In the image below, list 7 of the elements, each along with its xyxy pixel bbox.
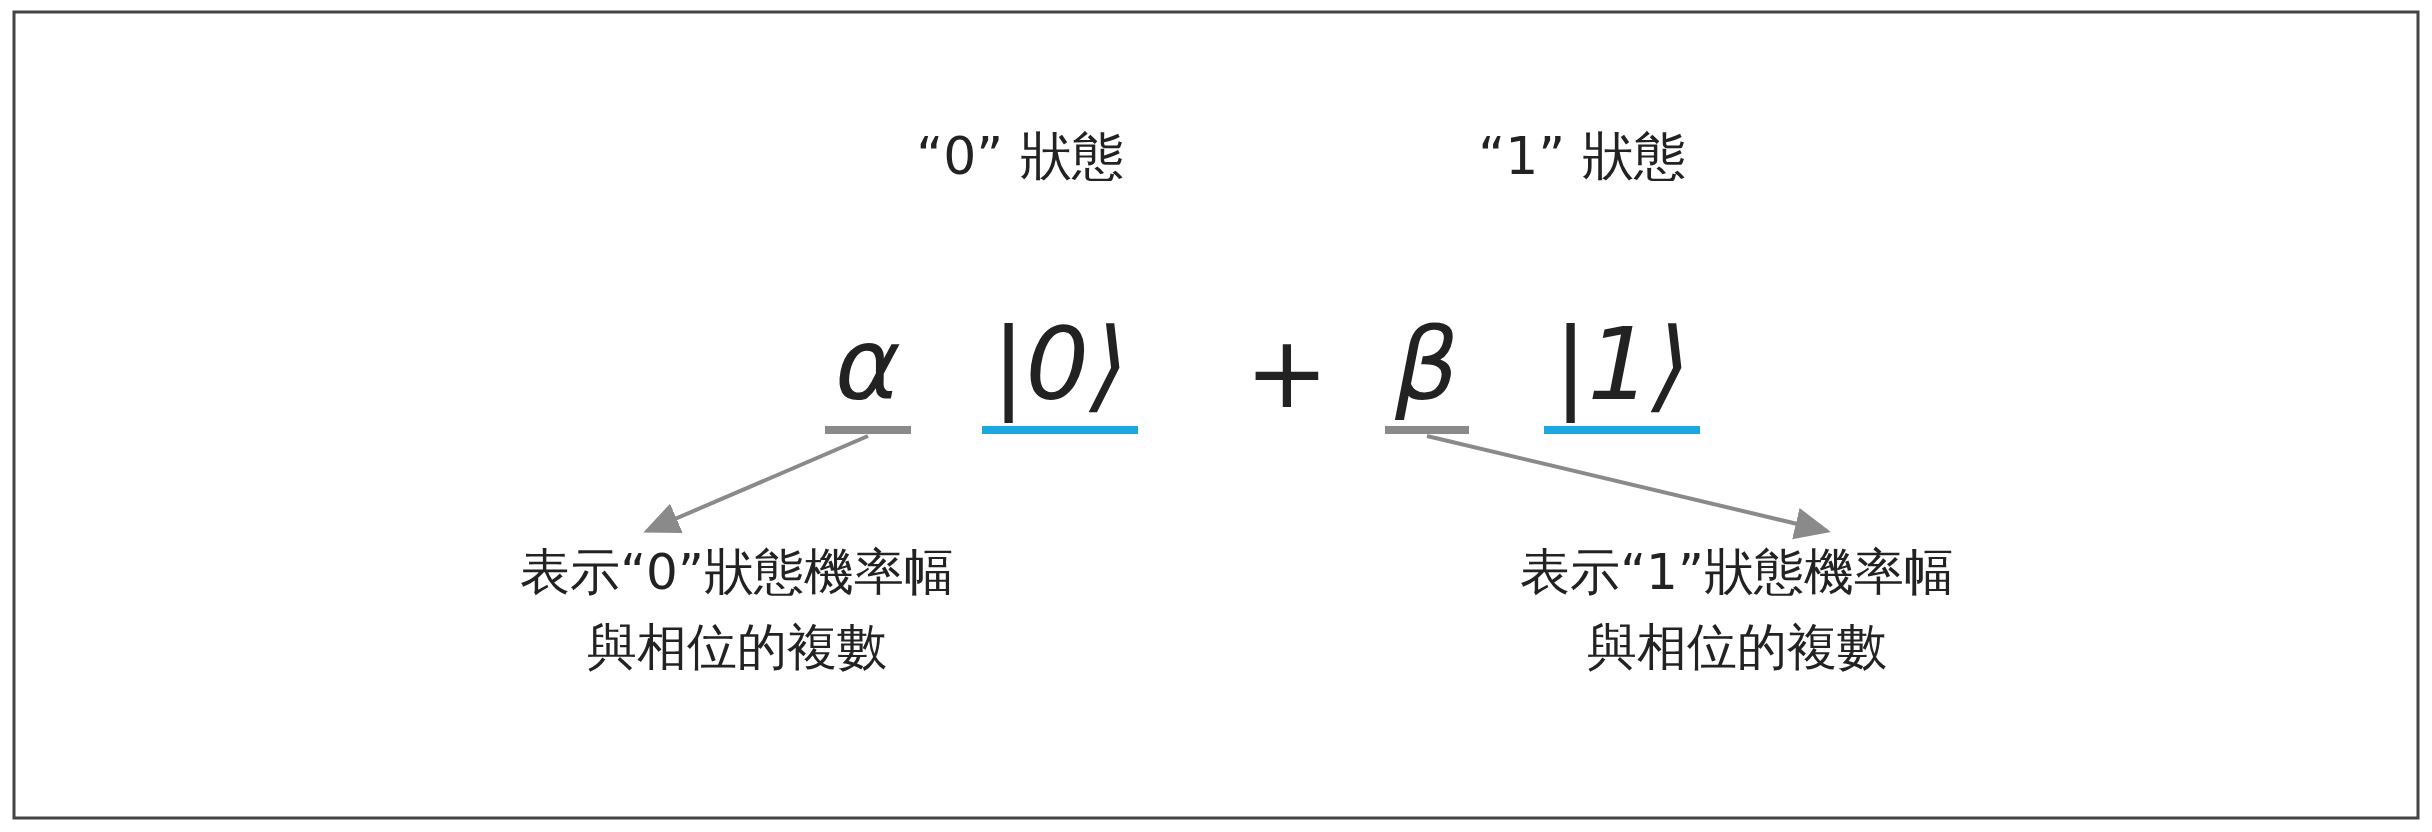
annotation-text: 表示“1”狀態機率幅與相位的複數 [1502, 535, 1972, 685]
arrow [643, 434, 869, 534]
state-label: “0” 狀態 [916, 125, 1124, 188]
arrow [1426, 434, 1831, 540]
plus-sign: + [1245, 313, 1329, 431]
annotation-text: 表示“0”狀態機率幅與相位的複數 [502, 535, 972, 685]
state-label: “1” 狀態 [1478, 125, 1686, 188]
